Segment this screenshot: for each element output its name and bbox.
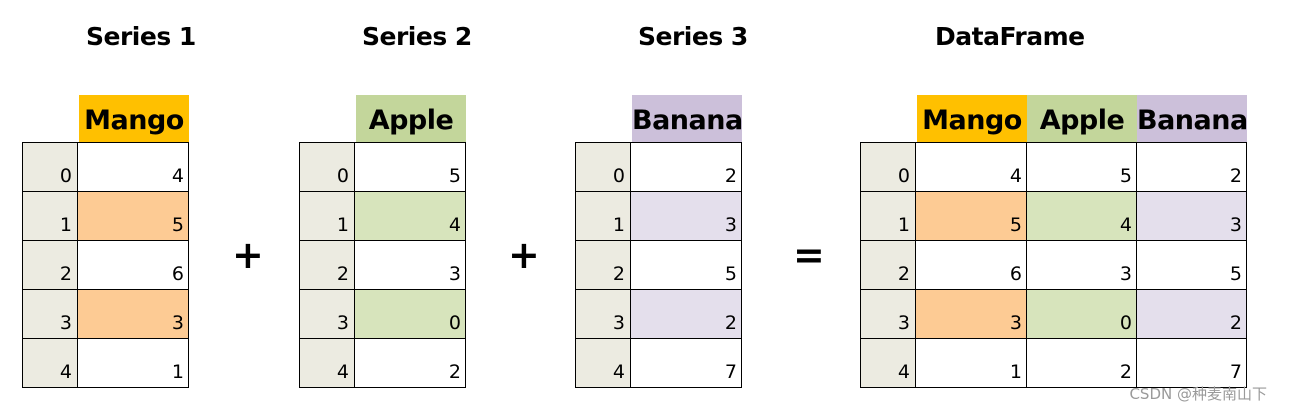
value-cell: 5: [448, 165, 461, 187]
value-cell: 1: [171, 361, 184, 383]
value-cell: 0: [355, 290, 465, 338]
index-cell: 3: [576, 290, 631, 338]
series1-title: Series 1: [86, 22, 196, 51]
table-row: 0 4 5 2: [861, 143, 1246, 191]
value-cell: 1: [1009, 361, 1022, 383]
table-row: 4 1 2 7: [861, 338, 1246, 387]
dataframe-header-mango: Mango: [917, 95, 1027, 142]
plus-operator: +: [232, 233, 264, 277]
value-cell: 3: [1026, 241, 1136, 289]
index-cell: 3: [861, 290, 916, 338]
series3-header: Banana: [632, 95, 742, 142]
series3-title: Series 3: [638, 22, 748, 51]
value-cell: 4: [355, 192, 465, 240]
table-row: 3 3 0 2: [861, 289, 1246, 338]
index-cell: 3: [23, 290, 78, 338]
value-cell: 2: [1136, 143, 1246, 191]
index-cell: 2: [861, 241, 916, 289]
index-cell: 4: [576, 339, 631, 387]
value-cell: 6: [1009, 263, 1022, 285]
dataframe-header-banana: Banana: [1137, 95, 1247, 142]
value-cell: 5: [1026, 143, 1136, 191]
index-cell: 2: [300, 241, 355, 289]
table-row: 1 5 4 3: [861, 191, 1246, 240]
index-cell: 0: [576, 143, 631, 191]
value-cell: 2: [448, 361, 461, 383]
value-cell: 2: [1026, 339, 1136, 387]
index-cell: 1: [576, 192, 631, 240]
index-cell: 4: [23, 339, 78, 387]
value-cell: 7: [1136, 339, 1246, 387]
index-cell: 2: [23, 241, 78, 289]
dataframe-header-apple: Apple: [1027, 95, 1137, 142]
value-cell: 3: [1136, 192, 1246, 240]
index-cell: 3: [300, 290, 355, 338]
series2-title: Series 2: [362, 22, 472, 51]
equals-operator: =: [793, 233, 825, 277]
watermark: CSDN @种麦南山下: [1129, 385, 1267, 403]
value-cell: 2: [1136, 290, 1246, 338]
value-cell: 3: [448, 263, 461, 285]
plus-operator: +: [508, 233, 540, 277]
index-cell: 4: [861, 339, 916, 387]
dataframe-table: Mango Apple Banana 0 4 5 2 1 5 4 3 2 6 3…: [860, 95, 1247, 388]
index-cell: 2: [576, 241, 631, 289]
value-cell: 4: [171, 165, 184, 187]
series2-header: Apple: [356, 95, 466, 142]
value-cell: 3: [631, 192, 741, 240]
value-cell: 5: [1136, 241, 1246, 289]
series1-header: Mango: [79, 95, 189, 142]
value-cell: 5: [78, 192, 188, 240]
value-cell: 6: [171, 263, 184, 285]
value-cell: 4: [1009, 165, 1022, 187]
index-cell: 1: [861, 192, 916, 240]
value-cell: 3: [78, 290, 188, 338]
value-cell: 4: [1026, 192, 1136, 240]
value-cell: 2: [631, 290, 741, 338]
index-cell: 0: [861, 143, 916, 191]
dataframe-title: DataFrame: [935, 22, 1085, 51]
value-cell: 7: [724, 361, 737, 383]
table-row: 2 6 3 5: [861, 240, 1246, 289]
index-cell: 1: [300, 192, 355, 240]
value-cell: 0: [1026, 290, 1136, 338]
index-cell: 0: [23, 143, 78, 191]
index-cell: 0: [300, 143, 355, 191]
value-cell: 3: [916, 290, 1026, 338]
index-cell: 1: [23, 192, 78, 240]
value-cell: 5: [724, 263, 737, 285]
index-cell: 4: [300, 339, 355, 387]
value-cell: 2: [724, 165, 737, 187]
value-cell: 5: [916, 192, 1026, 240]
